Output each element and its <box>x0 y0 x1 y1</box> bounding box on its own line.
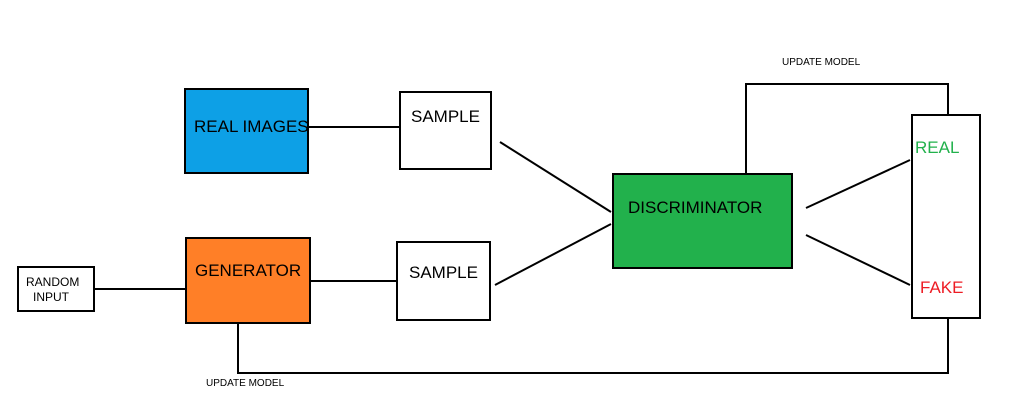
generator-box: GENERATOR <box>185 237 311 324</box>
random-input-label-line2: INPUT <box>33 290 69 304</box>
random-input-box: RANDOM INPUT <box>17 266 95 312</box>
generator-label: GENERATOR <box>195 261 302 280</box>
edge-update-discriminator <box>745 83 949 174</box>
random-input-label-line1: RANDOM <box>26 275 80 289</box>
real-images-label: REAL IMAGES <box>194 117 309 136</box>
output-fake-label: FAKE <box>920 278 964 297</box>
output-box: REAL FAKE <box>911 114 981 319</box>
discriminator-box: DISCRIMINATOR <box>612 173 793 269</box>
sample-top-box: SAMPLE <box>399 91 492 170</box>
edge-sample-top-to-discriminator <box>499 141 612 213</box>
sample-top-label: SAMPLE <box>411 107 480 126</box>
real-images-box: REAL IMAGES <box>184 88 309 174</box>
update-model-bottom-label: UPDATE MODEL <box>206 378 285 389</box>
sample-bottom-label: SAMPLE <box>409 263 478 282</box>
edge-sample-bottom-to-discriminator <box>494 223 612 286</box>
edge-discriminator-to-real <box>805 159 911 209</box>
output-real-label: REAL <box>913 138 962 158</box>
edge-update-generator <box>237 318 949 374</box>
update-model-top-label: UPDATE MODEL <box>782 57 861 68</box>
sample-bottom-box: SAMPLE <box>396 241 491 321</box>
edge-discriminator-to-fake <box>805 234 911 286</box>
discriminator-label: DISCRIMINATOR <box>628 198 763 217</box>
